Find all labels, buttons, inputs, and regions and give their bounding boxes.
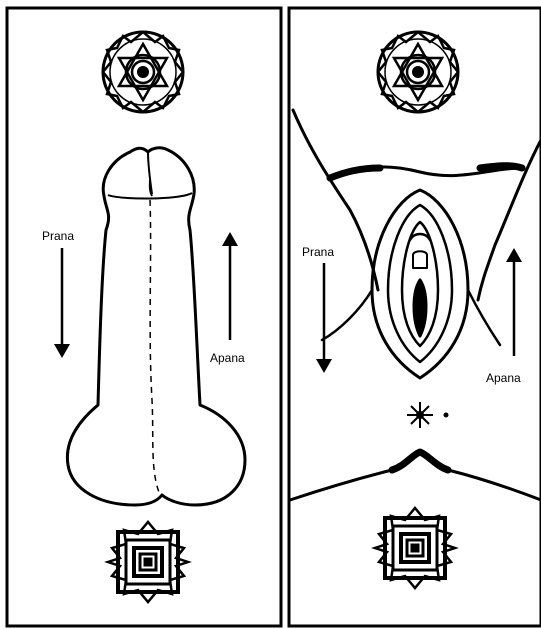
prana-label-left: Prana [42, 229, 74, 243]
crown-chakra-lotus-icon [378, 32, 458, 112]
apana-arrow-right [506, 248, 522, 356]
crown-chakra-lotus-icon [103, 32, 183, 112]
prana-label-right: Prana [302, 245, 334, 259]
spark-icon [407, 402, 448, 428]
right-panel: Prana Apana [289, 8, 541, 626]
apana-arrow-left [222, 232, 238, 340]
left-panel: Prana Apana [7, 8, 281, 626]
root-chakra-square-icon [108, 522, 188, 602]
apana-label-left: Apana [210, 351, 245, 365]
prana-arrow-right [316, 263, 332, 373]
root-chakra-square-icon [375, 508, 455, 588]
female-figure [290, 110, 541, 500]
male-figure [67, 148, 245, 505]
apana-label-right: Apana [486, 371, 521, 385]
prana-arrow-left [54, 248, 70, 358]
